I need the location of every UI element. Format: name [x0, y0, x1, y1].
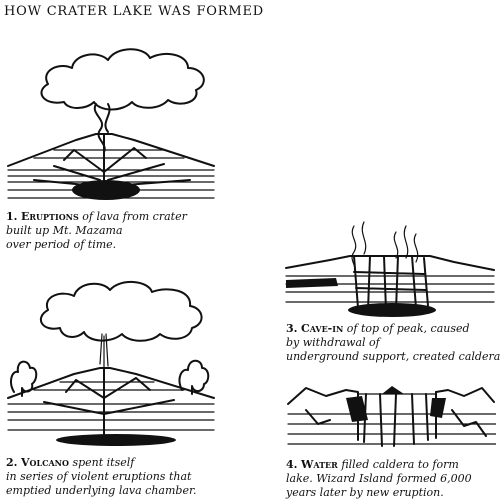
rim	[285, 255, 495, 271]
step-heading: Volcano	[20, 456, 69, 469]
dark-stratum	[286, 278, 338, 288]
tree-left	[10, 360, 38, 397]
strata-lines	[287, 413, 496, 445]
collapse-blocks	[363, 391, 437, 447]
lava-chamber	[56, 434, 176, 446]
step-line: lake. Wizard Island formed 6,000	[286, 472, 472, 485]
strata-lines	[285, 275, 495, 303]
step-line: in series of violent eruptions that	[6, 470, 192, 483]
caption-step-1: 1. Eruptions of lava from crater built u…	[6, 210, 187, 252]
step-line: over period of time.	[6, 238, 117, 251]
smoke-column	[93, 103, 111, 153]
step-line: years later by new eruption.	[286, 486, 444, 499]
tree-right	[178, 359, 210, 395]
collapsed-rubble	[348, 303, 436, 317]
step-line: spent itself	[72, 456, 135, 469]
step-line: by withdrawal of	[286, 336, 380, 349]
illustration-spent-volcano	[7, 281, 215, 446]
steam-lines	[351, 221, 419, 273]
smoke-cloud	[40, 48, 205, 111]
crack-lines	[305, 409, 487, 437]
smoke-column	[99, 333, 109, 369]
step-line: of top of peak, caused	[346, 322, 470, 335]
step-line: underground support, created caldera.	[286, 350, 500, 363]
step-line: built up Mt. Mazama	[6, 224, 123, 237]
lava-veins	[43, 377, 175, 415]
caption-step-3: 3. Cave-in of top of peak, caused by wit…	[286, 322, 500, 364]
step-heading: Eruptions	[20, 210, 79, 223]
step-heading: Cave-in	[300, 322, 344, 335]
illustration-cave-in	[285, 221, 495, 317]
collapse-blocks	[353, 255, 429, 311]
illustration-lake	[287, 386, 496, 447]
magma-chamber	[72, 180, 140, 200]
diagram-title: HOW CRATER LAKE WAS FORMED	[4, 4, 264, 19]
step-number: 4.	[286, 458, 298, 471]
step-number: 2.	[6, 456, 18, 469]
step-line: of lava from crater	[82, 210, 187, 223]
step-line: filled caldera to form	[341, 458, 459, 471]
smoke-cloud	[39, 281, 203, 342]
step-line: emptied underlying lava chamber.	[6, 484, 197, 497]
caption-step-2: 2. Volcano spent itself in series of vio…	[6, 456, 197, 498]
step-number: 3.	[286, 322, 298, 335]
dark-fill	[346, 396, 446, 422]
wizard-island	[382, 386, 404, 394]
step-heading: Water	[300, 458, 338, 471]
caption-step-4: 4. Water filled caldera to form lake. Wi…	[286, 458, 472, 500]
lava-veins	[33, 147, 191, 187]
step-number: 1.	[6, 210, 18, 223]
illustration-eruption	[7, 48, 215, 200]
